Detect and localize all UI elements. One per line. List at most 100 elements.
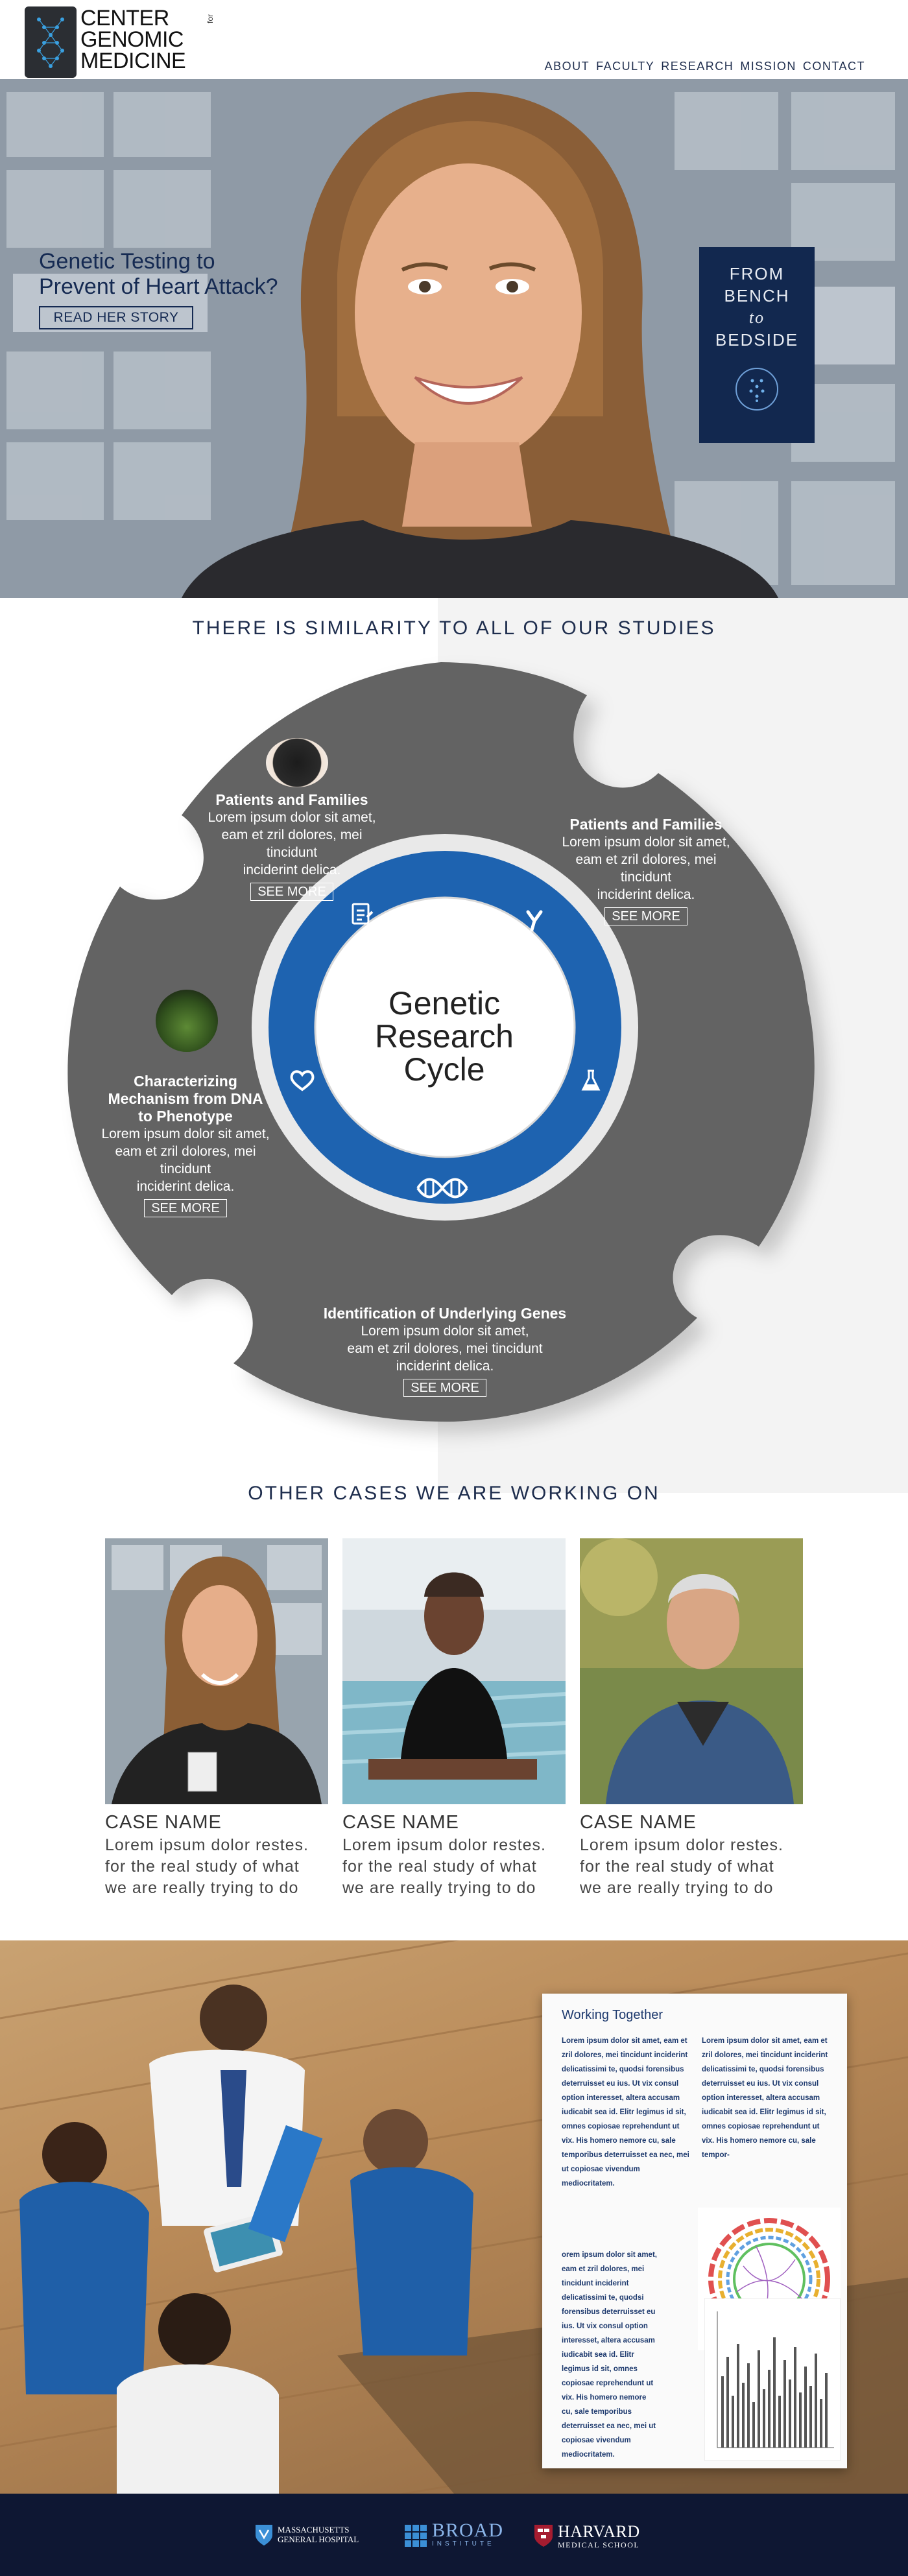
- case-name[interactable]: CASE NAME: [105, 1812, 222, 1833]
- segment-title: Characterizing: [134, 1073, 237, 1090]
- document-column-2: Lorem ipsum dolor sit amet, eam et zril …: [702, 2037, 828, 2159]
- nav-research[interactable]: RESEARCH: [661, 60, 734, 73]
- case-desc-line: Lorem ipsum dolor restes.: [105, 1836, 309, 1854]
- segment-body-line: eam et zril dolores, mei tincidunt: [347, 1341, 543, 1356]
- read-her-story-button[interactable]: READ HER STORY: [39, 306, 193, 329]
- research-cycle-section: THERE IS SIMILARITY TO ALL OF OUR STUDIE…: [0, 598, 908, 1493]
- dna-logo-icon[interactable]: [25, 6, 77, 78]
- main-nav: ABOUT FACULTY RESEARCH MISSION CONTACT: [545, 60, 865, 73]
- harvard-line-1: HARVARD: [558, 2522, 640, 2541]
- case-card: CASE NAME Lorem ipsum dolor restes. for …: [342, 1538, 566, 1899]
- segment-body-line: Lorem ipsum dolor sit amet,: [361, 1324, 529, 1339]
- cases-section-title: OTHER CASES WE ARE WORKING ON: [248, 1483, 660, 1504]
- segment-title: to Phenotype: [138, 1108, 233, 1125]
- case-desc-line: we are really trying to do: [105, 1879, 299, 1897]
- case-desc-line: we are really trying to do: [580, 1879, 774, 1897]
- sequencing-bar-plot: [704, 2298, 841, 2461]
- nav-contact[interactable]: CONTACT: [802, 60, 865, 73]
- bench-line-bench: BENCH: [724, 286, 790, 305]
- hero-headline-line2: Prevent of Heart Attack?: [39, 274, 278, 299]
- segment-body-line: inciderint delica.: [597, 887, 695, 902]
- case-desc-line: for the real study of what: [580, 1857, 774, 1876]
- broad-grid-icon: [405, 2525, 427, 2547]
- bench-line-to: to: [748, 308, 765, 327]
- research-cycle-wheel: [67, 662, 815, 1422]
- hero-headline-line1: Genetic Testing to: [39, 249, 215, 274]
- bench-line-bedside: BEDSIDE: [715, 330, 799, 350]
- dna-helix-icon[interactable]: [416, 1175, 468, 1201]
- case-desc-line: Lorem ipsum dolor restes.: [342, 1836, 547, 1854]
- site-header: CENTER for GENOMIC MEDICINE ABOUT FACULT…: [0, 0, 908, 79]
- hero-banner: Genetic Testing to Prevent of Heart Atta…: [0, 79, 908, 598]
- plant-seedling-photo[interactable]: [156, 990, 218, 1052]
- mgh-line-1: MASSACHUSETTS: [278, 2525, 350, 2534]
- segment-body-line: Lorem ipsum dolor sit amet,: [101, 1127, 270, 1141]
- broad-line-2: INSTITUTE: [432, 2540, 495, 2547]
- case-desc-line: Lorem ipsum dolor restes.: [580, 1836, 784, 1854]
- segment-body-line: inciderint delica.: [396, 1359, 494, 1374]
- logo-line-genomic: GENOMIC: [80, 27, 184, 52]
- chromosome-icon[interactable]: [523, 907, 546, 933]
- logo-line-medicine: MEDICINE: [80, 49, 186, 73]
- see-more-button[interactable]: SEE MORE: [144, 1199, 227, 1217]
- case-desc-line: for the real study of what: [342, 1857, 537, 1876]
- dna-circle-icon: [735, 368, 778, 411]
- site-logo-wordmark[interactable]: CENTER for GENOMIC MEDICINE: [80, 6, 230, 73]
- genetic-research-cycle-label: Genetic Research Cycle: [360, 987, 529, 1086]
- hero-headline: Genetic Testing to Prevent of Heart Atta…: [39, 249, 278, 300]
- segment-body-line: eam et zril dolores, mei tincidunt: [115, 1144, 256, 1176]
- flask-icon[interactable]: [581, 1069, 601, 1092]
- mgh-shield-icon: [256, 2525, 272, 2546]
- case-card: CASE NAME Lorem ipsum dolor restes. for …: [580, 1538, 803, 1899]
- case-description: Lorem ipsum dolor restes. for the real s…: [105, 1835, 328, 1899]
- center-line-1: Genetic: [388, 985, 501, 1021]
- see-more-button[interactable]: SEE MORE: [250, 883, 333, 901]
- site-footer: MASSACHUSETTS GENERAL HOSPITAL BROAD INS…: [0, 2494, 908, 2576]
- see-more-button[interactable]: SEE MORE: [604, 907, 687, 925]
- segment-body-line: Lorem ipsum dolor sit amet,: [562, 835, 730, 850]
- segment-title: Patients and Families: [215, 791, 368, 808]
- case-desc-line: for the real study of what: [105, 1857, 300, 1876]
- center-line-3: Cycle: [403, 1051, 485, 1088]
- segment-title: Mechanism from DNA: [108, 1090, 263, 1107]
- segment-body-line: eam et zril dolores, mei tincidunt: [221, 828, 363, 860]
- segment-characterizing-mechanism: Characterizing Mechanism from DNA to Phe…: [88, 1073, 283, 1217]
- checklist-icon[interactable]: [350, 901, 374, 927]
- segment-patients-families-1: Patients and Families Lorem ipsum dolor …: [195, 791, 389, 901]
- document-title: Working Together: [562, 2008, 663, 2022]
- case-name[interactable]: CASE NAME: [342, 1812, 459, 1833]
- segment-patients-families-2: Patients and Families Lorem ipsum dolor …: [549, 816, 743, 925]
- case-desc-line: we are really trying to do: [342, 1879, 536, 1897]
- family-hands-photo[interactable]: [266, 738, 328, 787]
- nav-mission[interactable]: MISSION: [740, 60, 796, 73]
- segment-body-line: eam et zril dolores, mei tincidunt: [575, 852, 717, 885]
- document-column-1: Lorem ipsum dolor sit amet, eam et zril …: [562, 2037, 689, 2188]
- working-together-section: Working Together Lorem ipsum dolor sit a…: [0, 1940, 908, 2494]
- see-more-button[interactable]: SEE MORE: [403, 1379, 486, 1397]
- cycle-section-title: THERE IS SIMILARITY TO ALL OF OUR STUDIE…: [192, 617, 716, 639]
- center-line-2: Research: [375, 1018, 514, 1055]
- harvard-line-2: MEDICAL SCHOOL: [558, 2540, 640, 2549]
- logo-line-center: CENTER: [80, 6, 169, 30]
- nav-faculty[interactable]: FACULTY: [596, 60, 655, 73]
- segment-title: Patients and Families: [569, 816, 723, 833]
- case-description: Lorem ipsum dolor restes. for the real s…: [580, 1835, 803, 1899]
- segment-body-line: Lorem ipsum dolor sit amet,: [208, 810, 376, 825]
- nav-about[interactable]: ABOUT: [544, 60, 590, 73]
- segment-title: Identification of Underlying Genes: [323, 1305, 567, 1322]
- case-photo[interactable]: [105, 1538, 328, 1804]
- case-photo[interactable]: [580, 1538, 803, 1804]
- document-column-1b: orem ipsum dolor sit amet, eam et zril d…: [562, 2251, 657, 2459]
- bench-to-bedside-card[interactable]: FROM BENCH to BEDSIDE: [699, 247, 815, 443]
- case-card: CASE NAME Lorem ipsum dolor restes. for …: [105, 1538, 328, 1899]
- case-photo[interactable]: [342, 1538, 566, 1804]
- case-name[interactable]: CASE NAME: [580, 1812, 697, 1833]
- segment-identification-genes: Identification of Underlying Genes Lorem…: [315, 1305, 575, 1397]
- mgh-line-2: GENERAL HOSPITAL: [278, 2534, 359, 2544]
- harvard-veritas-shield-icon: [534, 2525, 553, 2547]
- heart-icon[interactable]: [289, 1069, 315, 1092]
- case-description: Lorem ipsum dolor restes. for the real s…: [342, 1835, 566, 1899]
- segment-body-line: inciderint delica.: [243, 863, 341, 877]
- bench-line-from: FROM: [729, 264, 785, 283]
- working-together-document[interactable]: Working Together Lorem ipsum dolor sit a…: [542, 1994, 847, 2468]
